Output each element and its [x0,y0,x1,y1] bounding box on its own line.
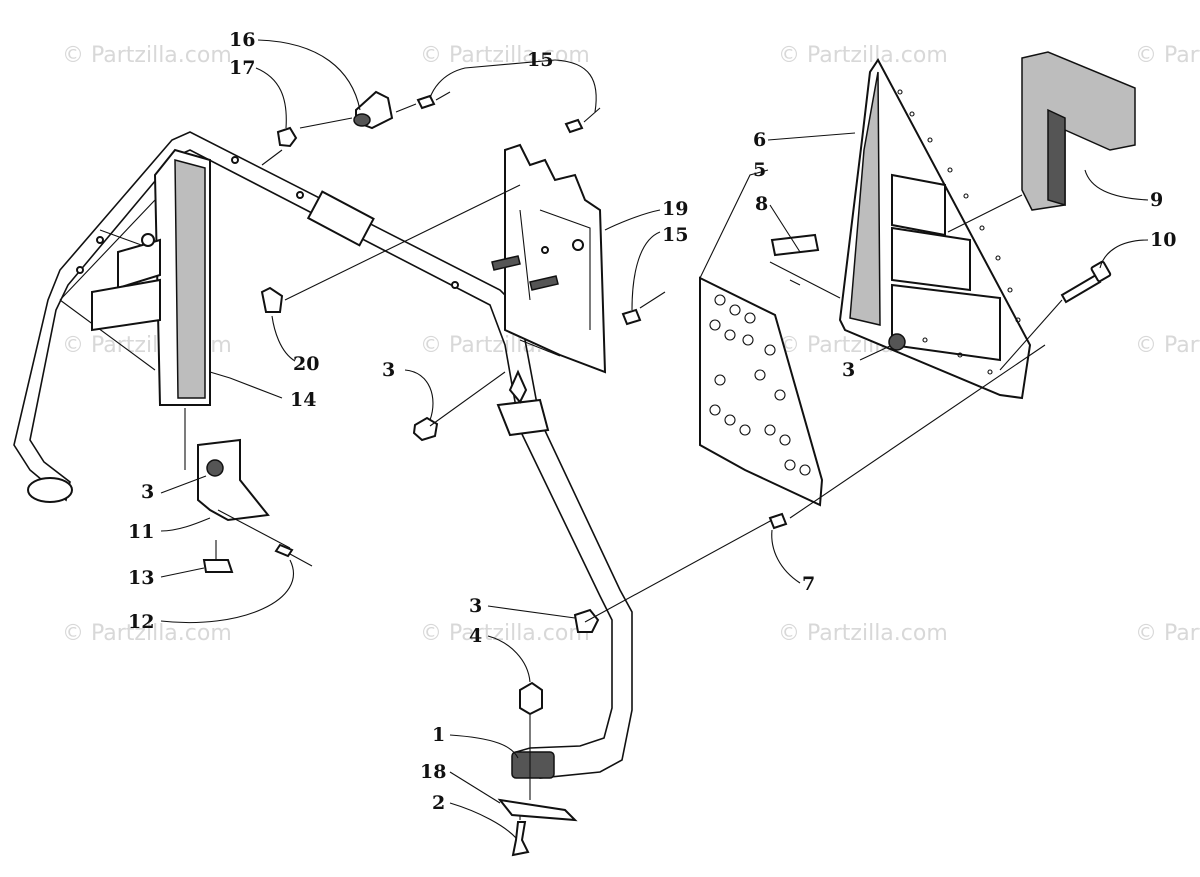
nut-3-right [888,333,906,351]
watermark: © Partzilla.com [778,621,948,646]
bolt-10 [1060,260,1112,304]
callout-19: 19 [662,198,688,220]
bumper-frame [13,131,633,779]
callout-1: 1 [432,724,445,746]
rivet-7 [768,512,788,530]
nut-4 [519,681,543,716]
callout-11: 11 [128,521,154,543]
callout-8: 8 [755,193,768,215]
perforated-plate [699,276,824,507]
left-mount-bracket [184,408,313,573]
callout-10: 10 [1150,229,1176,251]
left-side-panel [59,148,211,406]
callout-12: 12 [128,611,154,633]
watermark: © Partzilla.com [778,43,948,68]
rivet-15-c [621,308,642,326]
frame-foot-sleeve [511,751,555,779]
nut-17 [276,126,298,148]
callout-4: 4 [469,625,482,647]
nut-3-left [206,459,224,477]
callout-17: 17 [229,57,255,79]
callout-13: 13 [128,567,154,589]
rivet-12 [274,543,294,558]
hardware [260,90,788,857]
frame-splice-sleeve [306,190,375,247]
callout-7: 7 [802,573,815,595]
screw-2 [511,821,530,857]
callout-14: 14 [290,389,316,411]
rivet-15-b [564,118,584,134]
rivet-15-a [416,94,436,110]
leader-lines [160,39,1149,839]
watermark: © Partzilla.com [1135,43,1200,68]
callout-9: 9 [1150,189,1163,211]
stud [529,275,559,291]
nut-3-center [412,416,439,442]
watermark: © Partzilla.com [1135,333,1200,358]
stud [491,255,521,271]
watermark: © Partzilla.com [62,43,232,68]
clamp-20 [260,286,284,313]
right-side-panel [769,58,1032,400]
callout-16: 16 [229,29,255,51]
callout-3: 3 [842,359,855,381]
callout-20: 20 [293,353,319,375]
frame-center-bracket [496,369,550,437]
callout-3: 3 [469,595,482,617]
callout-18: 18 [420,761,446,783]
tube-end [27,477,73,503]
clip-13 [202,559,234,573]
center-mount-plate [491,143,607,374]
watermark: © Partzilla.com [1135,621,1200,646]
callout-2: 2 [432,792,445,814]
callout-15: 15 [527,49,553,71]
callout-3: 3 [382,359,395,381]
foam-pad [1021,51,1136,211]
callout-6: 6 [753,129,766,151]
watermark: © Partzilla.com [420,43,590,68]
callout-3: 3 [141,481,154,503]
watermark: © Partzilla.com [420,621,590,646]
callout-labels: 16 17 15 19 15 20 14 3 3 11 13 12 3 4 1 … [128,29,1176,814]
plate-18 [497,798,578,822]
watermark: © Partzilla.com [62,621,232,646]
assembly-lines [261,91,1063,820]
callout-5: 5 [753,159,766,181]
callout-15: 15 [662,224,688,246]
